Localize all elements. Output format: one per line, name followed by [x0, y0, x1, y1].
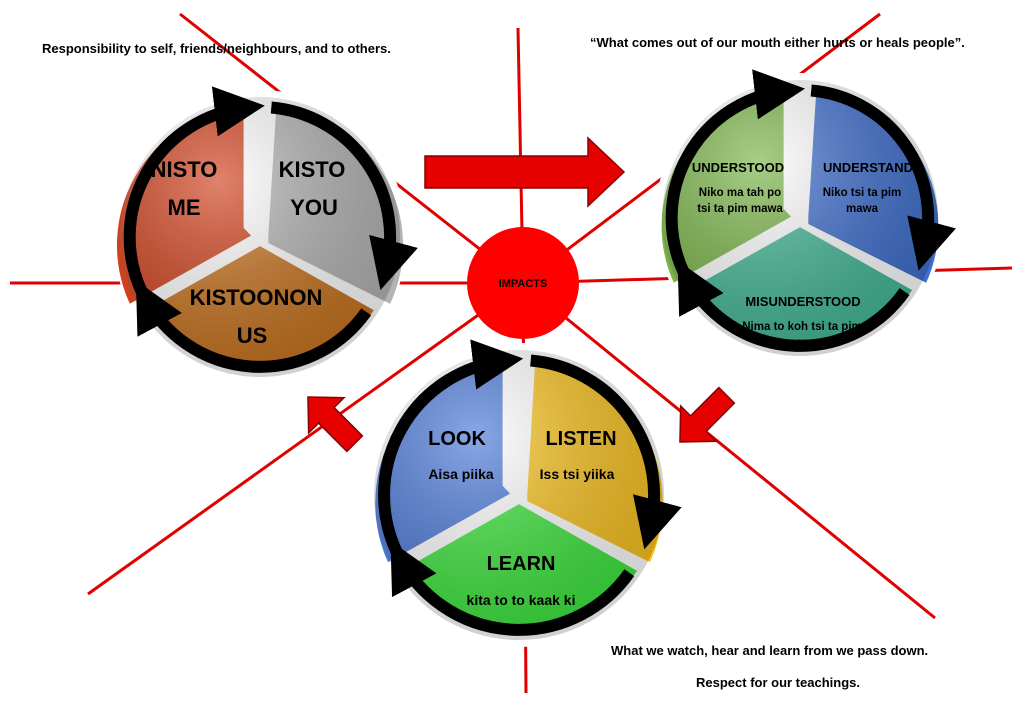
cycle-arrow: [810, 84, 956, 271]
segment-you-line1: KISTO: [279, 157, 346, 182]
ray-line: [522, 281, 936, 620]
impacts-circle: [467, 227, 579, 339]
caption-mouth-quote: “What comes out of our mouth either hurt…: [590, 35, 965, 50]
segment-listen-subtitle: Iss tsi yiika: [540, 466, 615, 482]
caption-responsibility: Responsibility to self, friends/neighbou…: [42, 41, 391, 56]
segment-understood-line2: tsi ta pim mawa: [697, 203, 783, 215]
segment-misunderstood-line1: Nima to koh tsi ta pim: [742, 321, 862, 333]
cycle-arrow: [378, 339, 524, 555]
words-wheel: UNDERSTOOD Niko ma tah po tsi ta pim maw…: [655, 69, 956, 363]
segment-understood-title: UNDERSTOOD: [692, 160, 784, 175]
segment-look-title: LOOK: [428, 428, 486, 450]
segment-misunderstood-line2: mawa: [786, 337, 819, 349]
segment-understood-line1: Niko ma tah po: [699, 187, 781, 199]
segment-listen-title: LISTEN: [545, 428, 616, 450]
segment-understand-title: UNDERSTAND: [823, 160, 913, 175]
segment-learn-title: LEARN: [487, 553, 556, 575]
segment-us-line2: US: [237, 323, 268, 348]
impacts-center: IMPACTS: [467, 227, 579, 339]
caption-pass-down: What we watch, hear and learn from we pa…: [611, 643, 929, 658]
learning-wheel: LOOK Aisa piika LISTEN Iss tsi yiika LEA…: [367, 339, 682, 647]
cycle-arrow: [677, 260, 910, 352]
segment-you-line2: YOU: [290, 195, 338, 220]
segment-understand-line2: mawa: [846, 203, 879, 215]
segment-me-line2: ME: [168, 195, 201, 220]
segment-us-line1: KISTOONON: [190, 285, 323, 310]
segment-misunderstood-title: MISUNDERSTOOD: [745, 294, 860, 309]
cycle-arrow: [665, 69, 806, 275]
segment-learn-subtitle: kita to to kaak ki: [467, 592, 576, 608]
arrow-down-left-icon: [679, 386, 736, 443]
cycle-arrow: [530, 354, 682, 550]
segment-look-subtitle: Aisa piika: [428, 466, 494, 482]
cycle-arrow: [270, 101, 418, 291]
ray-line: [87, 281, 524, 596]
responsibility-wheel: NISTO ME KISTO YOU KISTOONON US: [113, 86, 418, 384]
arrow-up-left-icon: [307, 396, 364, 453]
cycle-arrow: [135, 280, 372, 373]
arrow-right-icon: [424, 136, 626, 208]
cycle-arrow: [390, 540, 635, 636]
flow-arrows: [307, 136, 736, 453]
cycle-arrow: [123, 86, 265, 295]
caption-respect: Respect for our teachings.: [696, 675, 860, 690]
segment-me-line1: NISTO: [151, 157, 218, 182]
impacts-label: IMPACTS: [499, 278, 548, 290]
segment-understand-line1: Niko tsi ta pim: [823, 187, 902, 199]
